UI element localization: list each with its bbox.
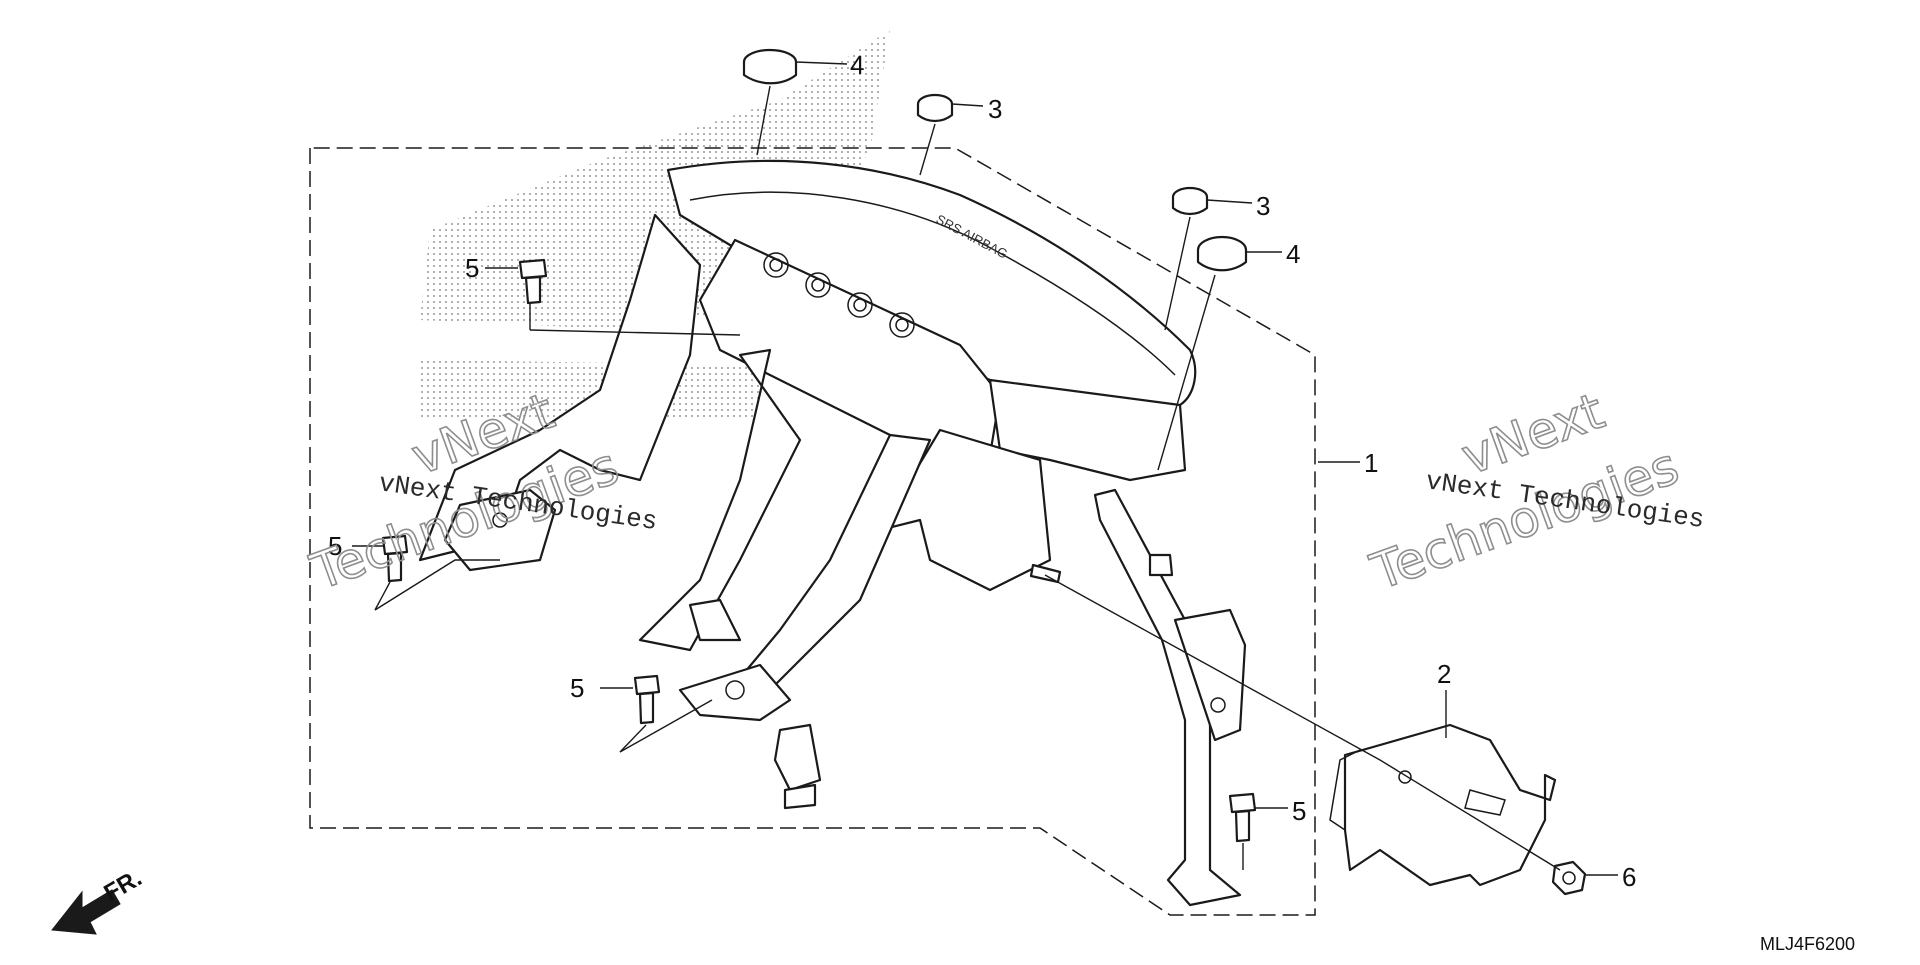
watermark-right: vNext Technologies vNext Technologies	[1363, 381, 1707, 602]
callout-1: 1	[1364, 448, 1378, 478]
airbag-module: SRS AIRBAG	[666, 159, 1197, 592]
callout-3-right: 3	[1256, 191, 1270, 221]
callout-labels: 4 3 3 4 5 5 5 5 1 2 6	[328, 50, 1636, 892]
callout-4-top: 4	[850, 50, 864, 80]
part-2-bracket	[1329, 723, 1557, 887]
callout-2: 2	[1437, 659, 1451, 689]
callout-5-mid: 5	[570, 673, 584, 703]
callout-5-right: 5	[1292, 796, 1306, 826]
grommet-3-top	[916, 93, 954, 123]
nut-6	[1551, 860, 1587, 896]
front-direction-arrow: FR.	[51, 864, 146, 935]
callout-3-top: 3	[988, 94, 1002, 124]
hardware	[381, 48, 1587, 896]
mounting-frame	[418, 213, 932, 810]
leader-lines	[352, 61, 1618, 876]
bolt-5-right	[1228, 792, 1257, 843]
right-strut	[1093, 488, 1247, 907]
damper-4-top	[742, 48, 798, 85]
damper-4-right	[1196, 235, 1248, 272]
bolt-5-left	[381, 534, 409, 583]
bolt-5-mid	[633, 674, 661, 725]
assembly-boundary	[309, 147, 1316, 916]
callout-5-upper: 5	[465, 253, 479, 283]
callout-5-left: 5	[328, 531, 342, 561]
drawing-code: MLJ4F6200	[1760, 934, 1855, 954]
grommet-3-right	[1171, 186, 1209, 216]
callout-6: 6	[1622, 862, 1636, 892]
callout-4-right: 4	[1286, 239, 1300, 269]
bolt-5-upper	[518, 258, 548, 305]
front-arrow-icon	[51, 889, 121, 935]
